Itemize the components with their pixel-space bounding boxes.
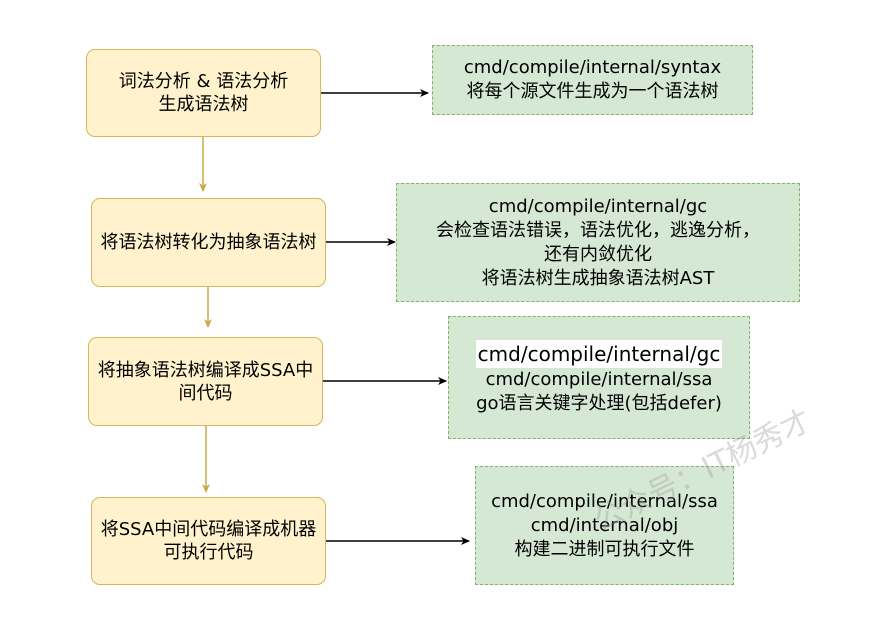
- note-line: cmd/compile/internal/gc: [488, 195, 708, 217]
- step-label: 将SSA中间代码编译成机器可执行代码: [100, 519, 317, 563]
- step-machine-code[interactable]: 将SSA中间代码编译成机器可执行代码: [91, 497, 326, 585]
- note-line-highlighted: cmd/compile/internal/gc: [475, 339, 723, 368]
- note-line: 还有内敛优化: [544, 243, 652, 265]
- step-label: 词法分析 & 语法分析 生成语法树: [118, 71, 289, 115]
- note-line: cmd/internal/obj: [530, 514, 679, 536]
- note-line: cmd/compile/internal/ssa: [491, 490, 718, 512]
- note-ssa-package[interactable]: cmd/compile/internal/gc cmd/compile/inte…: [448, 316, 750, 439]
- note-line: 将每个源文件生成为一个语法树: [466, 81, 719, 102]
- step-ast-conversion[interactable]: 将语法树转化为抽象语法树: [91, 198, 326, 287]
- note-obj-package[interactable]: cmd/compile/internal/ssa cmd/internal/ob…: [475, 466, 734, 585]
- note-line: 会检查语法错误，语法优化，逃逸分析，: [436, 219, 760, 241]
- step-ssa-compilation[interactable]: 将抽象语法树编译成SSA中间代码: [88, 337, 323, 426]
- note-line: cmd/compile/internal/ssa: [485, 368, 713, 390]
- note-line: go语言关键字处理(包括defer): [476, 392, 722, 414]
- note-line: 构建二进制可执行文件: [514, 538, 695, 560]
- note-syntax-package[interactable]: cmd/compile/internal/syntax 将每个源文件生成为一个语…: [432, 45, 753, 115]
- note-line: 将语法树生成抽象语法树AST: [481, 267, 715, 289]
- step-label: 将抽象语法树编译成SSA中间代码: [97, 359, 314, 404]
- note-line: cmd/compile/internal/syntax: [463, 57, 722, 78]
- step-label: 将语法树转化为抽象语法树: [100, 232, 317, 253]
- step-lexical-syntax-analysis[interactable]: 词法分析 & 语法分析 生成语法树: [86, 49, 321, 137]
- note-gc-package[interactable]: cmd/compile/internal/gc 会检查语法错误，语法优化，逃逸分…: [396, 183, 800, 302]
